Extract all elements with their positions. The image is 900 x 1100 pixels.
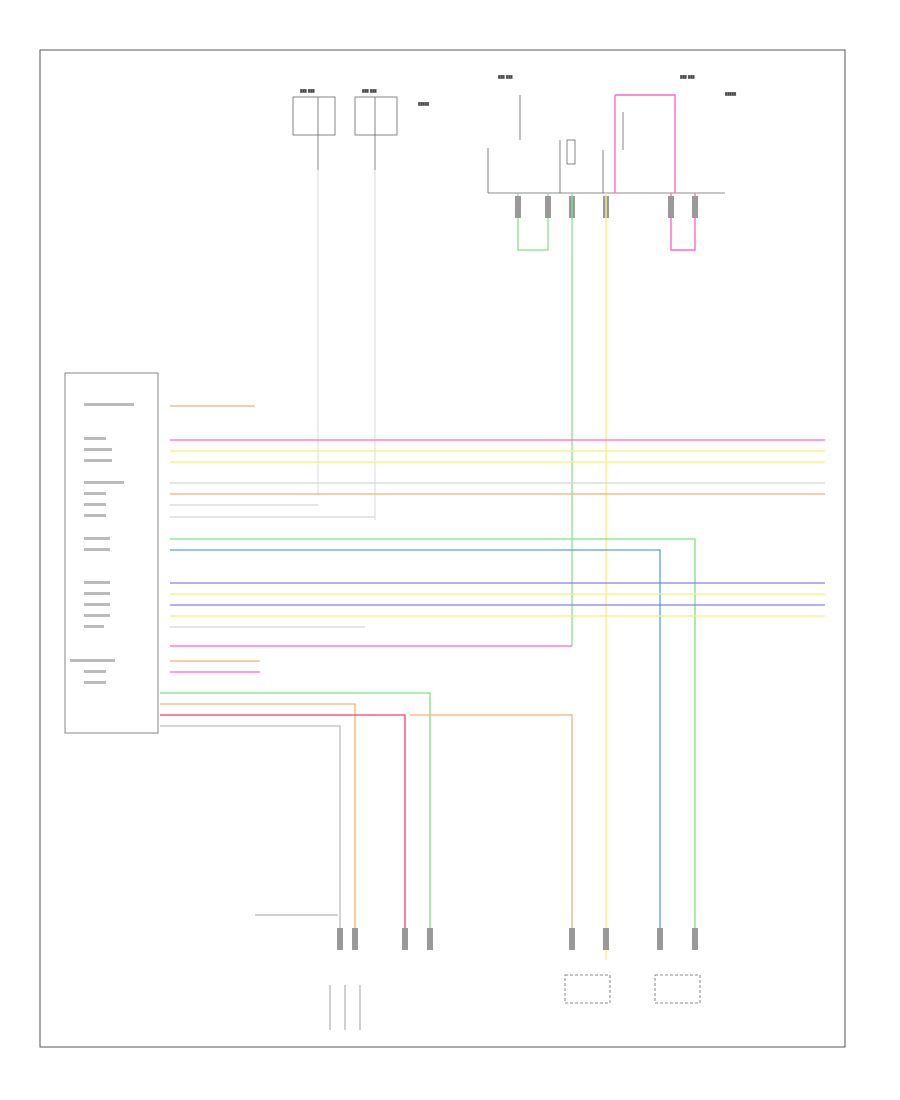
module-wires (160, 405, 825, 930)
svg-text:▮▮▮▮▮: ▮▮▮▮▮ (725, 91, 736, 96)
right-switch-component (654, 974, 701, 1004)
svg-text:▮▮▮ ▮▮▮: ▮▮▮ ▮▮▮ (680, 74, 694, 79)
top-left-fuse-block: ▮▮▮ ▮▮▮ ▮▮▮ ▮▮▮ ▮▮▮▮▮ (292, 88, 429, 170)
green-u-wire (517, 193, 549, 251)
svg-text:▮▮▮ ▮▮▮: ▮▮▮ ▮▮▮ (300, 88, 314, 93)
ground-leads (255, 914, 361, 1030)
svg-text:▮▮▮▮▮: ▮▮▮▮▮ (418, 101, 429, 106)
diagram-frame (39, 49, 846, 1048)
top-right-fuse-block: ▮▮▮ ▮▮▮ ▮▮▮ ▮▮▮ ▮▮▮▮▮ (487, 74, 736, 194)
svg-text:▮▮▮ ▮▮▮: ▮▮▮ ▮▮▮ (498, 74, 512, 79)
left-switch-component (564, 974, 611, 1004)
bottom-connector-pins (337, 928, 698, 950)
pink-loop (614, 94, 696, 251)
control-module (64, 372, 159, 734)
pin-label-markers (70, 403, 134, 684)
svg-text:▮▮▮ ▮▮▮: ▮▮▮ ▮▮▮ (362, 88, 376, 93)
